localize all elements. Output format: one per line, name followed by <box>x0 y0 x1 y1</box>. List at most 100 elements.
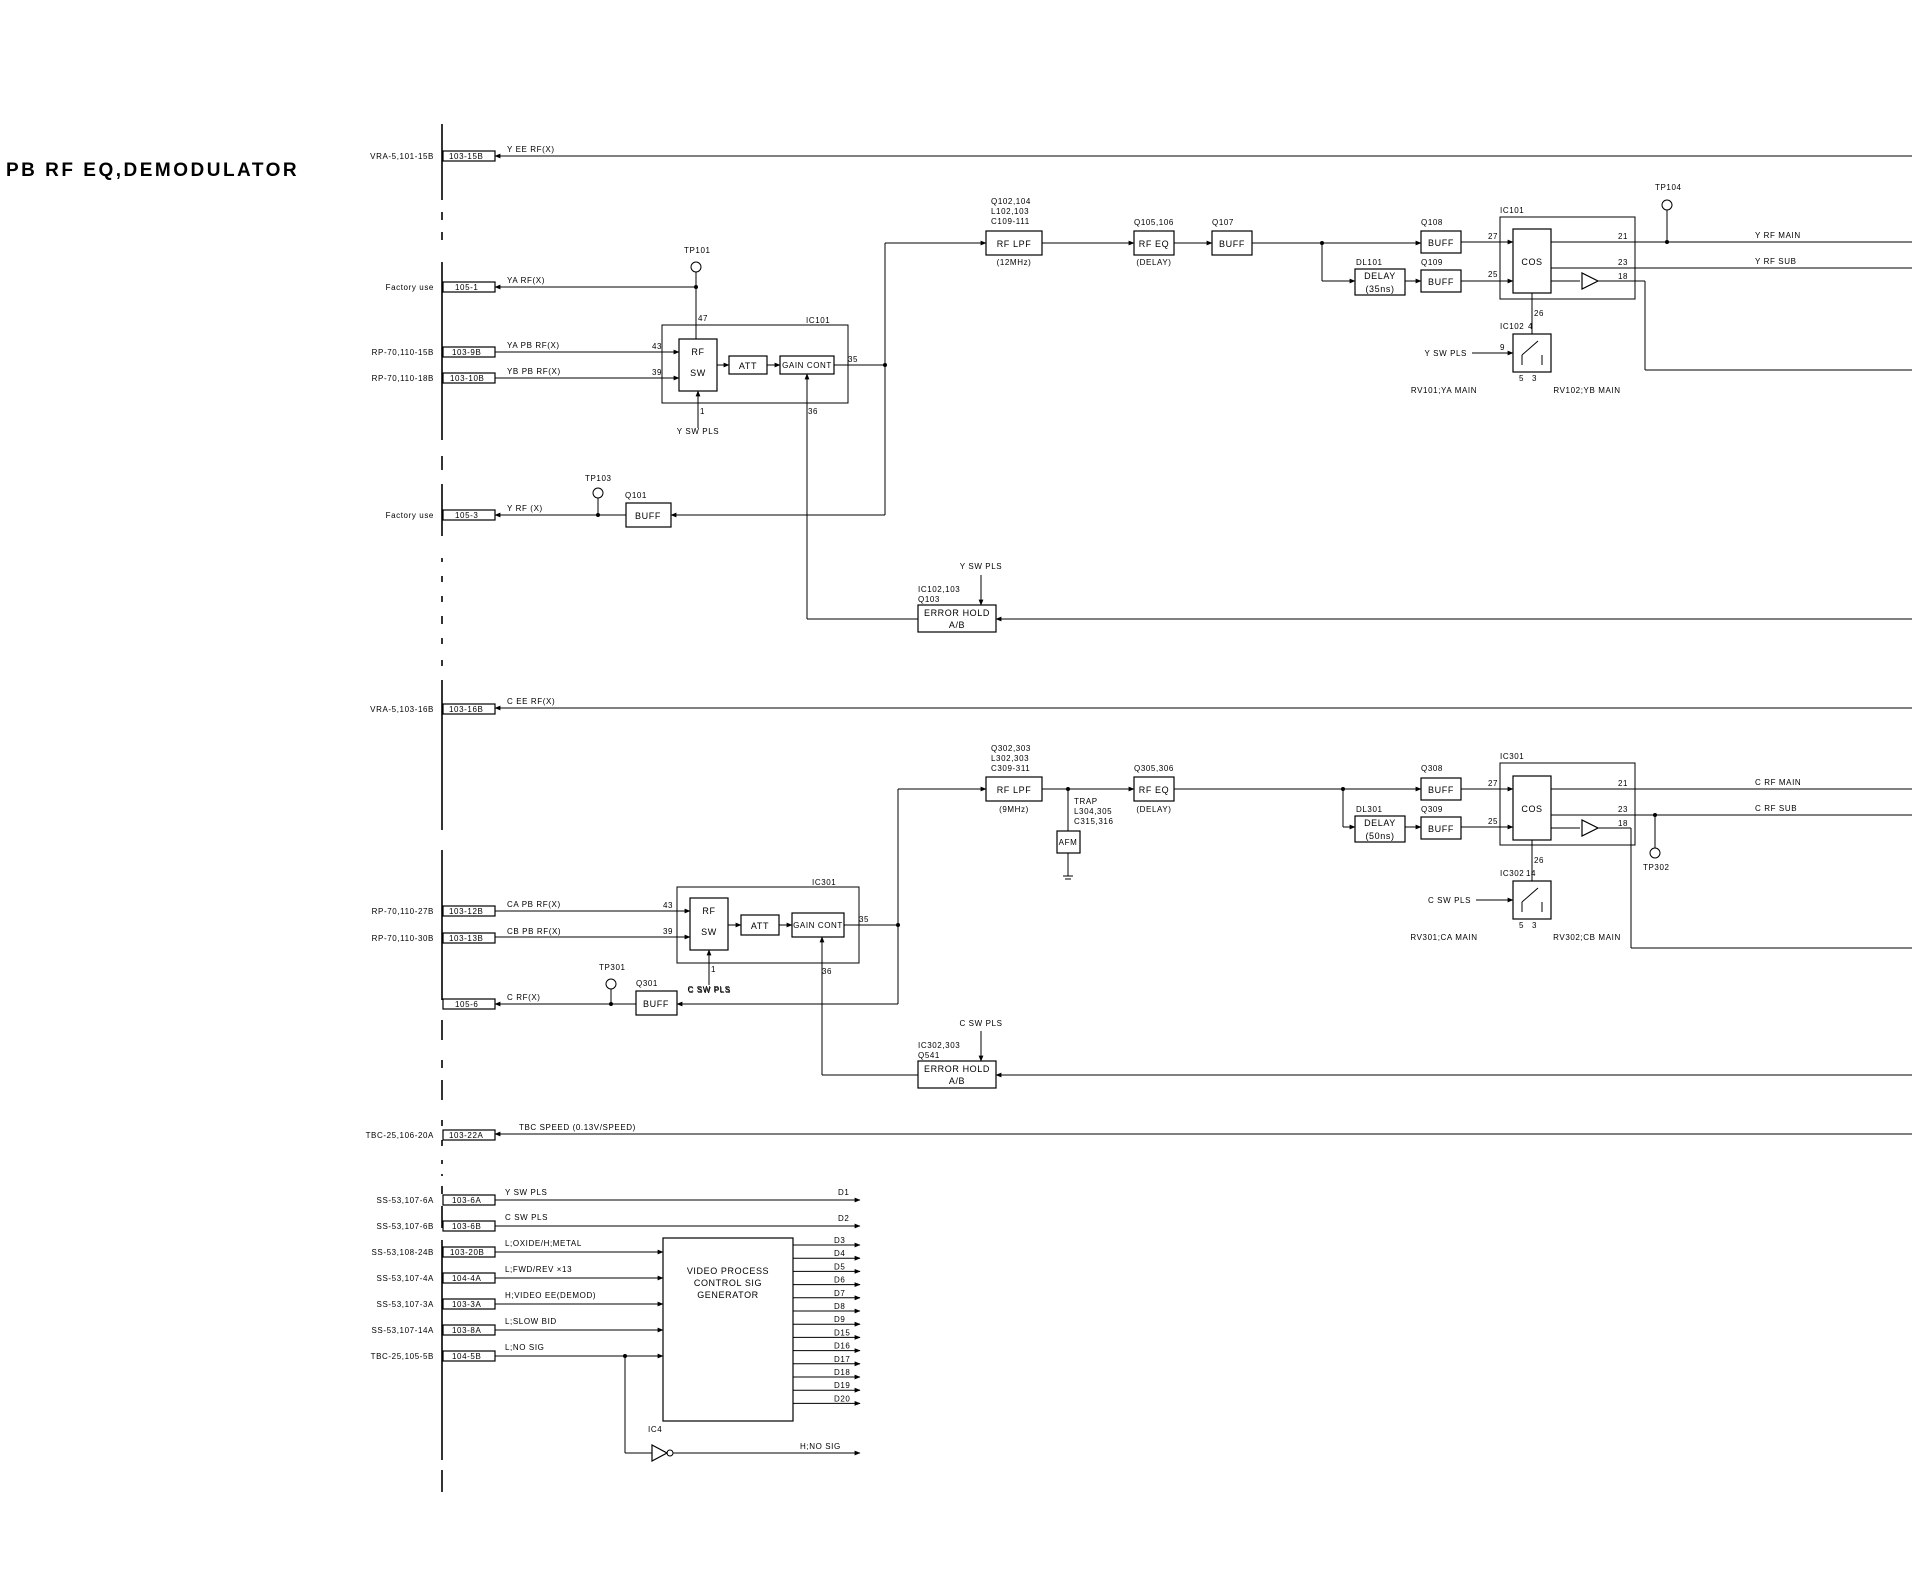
connector: SS-53,107-6B 103-6B C SW PLS <box>377 1213 861 1232</box>
svg-text:Q309: Q309 <box>1421 805 1443 814</box>
svg-text:ERROR HOLD: ERROR HOLD <box>924 608 990 618</box>
svg-text:RF EQ: RF EQ <box>1139 785 1170 795</box>
svg-text:Y SW PLS: Y SW PLS <box>1425 349 1467 358</box>
generator-output-label: D15 <box>834 1328 850 1337</box>
svg-text:(9MHz): (9MHz) <box>999 805 1029 814</box>
svg-text:27: 27 <box>1488 232 1498 241</box>
signal-label: L;SLOW BID <box>505 1317 557 1326</box>
svg-text:Q301: Q301 <box>636 979 658 988</box>
connector-source: RP-70,110-27B <box>372 907 434 916</box>
connector: TBC-25,106-20A 103-22A TBC SPEED (0.13V/… <box>366 1123 1912 1141</box>
connector: SS-53,107-14A 103-8A L;SLOW BID <box>371 1317 664 1336</box>
connector-source: RP-70,110-18B <box>372 374 434 383</box>
connector-pin: 105-1 <box>455 283 478 292</box>
svg-text:25: 25 <box>1488 817 1498 826</box>
signal-label: L;NO SIG <box>505 1343 544 1352</box>
signal-label: C EE RF(X) <box>507 697 555 706</box>
svg-text:36: 36 <box>822 967 832 976</box>
svg-text:Q101: Q101 <box>625 491 647 500</box>
svg-text:27: 27 <box>1488 779 1498 788</box>
svg-text:36: 36 <box>808 407 818 416</box>
svg-text:BUFF: BUFF <box>1428 277 1454 287</box>
svg-text:BUFF: BUFF <box>1428 238 1454 248</box>
svg-text:TRAP: TRAP <box>1074 797 1098 806</box>
connector-pin: 103-15B <box>449 152 483 161</box>
svg-text:47: 47 <box>698 314 708 323</box>
svg-text:14: 14 <box>1526 869 1536 878</box>
buff-q301-block <box>635 990 678 1016</box>
svg-text:TP103: TP103 <box>585 474 612 483</box>
svg-text:BUFF: BUFF <box>1219 239 1245 249</box>
rf-eq-block-c <box>1133 776 1175 802</box>
ic302-switch-block <box>1512 880 1552 920</box>
svg-text:IC102: IC102 <box>1500 322 1524 331</box>
svg-text:5: 5 <box>1519 374 1524 383</box>
svg-text:GAIN CONT: GAIN CONT <box>782 361 832 370</box>
svg-text:C SW PLS: C SW PLS <box>1428 896 1471 905</box>
buff-q107-block <box>1211 230 1253 256</box>
svg-text:5: 5 <box>1519 921 1524 930</box>
connector-pin: 103-16B <box>449 705 483 714</box>
connector-source: RP-70,110-30B <box>372 934 434 943</box>
svg-text:RV301;CA MAIN: RV301;CA MAIN <box>1410 933 1477 942</box>
svg-text:BUFF: BUFF <box>1428 824 1454 834</box>
svg-text:DELAY: DELAY <box>1364 271 1396 281</box>
svg-text:18: 18 <box>1618 819 1628 828</box>
cos-block <box>1512 228 1552 294</box>
svg-text:23: 23 <box>1618 805 1628 814</box>
connector: VRA-5,103-16B 103-16B C EE RF(X) <box>370 697 1912 715</box>
buff-q309-block <box>1420 816 1462 840</box>
connector-pin: 103-3A <box>452 1300 481 1309</box>
svg-text:21: 21 <box>1618 232 1628 241</box>
signal-label: CB PB RF(X) <box>507 927 561 936</box>
ic101-frame-label: IC101 <box>806 316 830 325</box>
svg-text:AFM: AFM <box>1059 838 1078 847</box>
gain-cont-block-c <box>791 912 845 938</box>
signal-label: C SW PLS <box>505 1213 548 1222</box>
generator-output-label: D17 <box>834 1355 850 1364</box>
svg-text:(DELAY): (DELAY) <box>1136 258 1171 267</box>
svg-text:9: 9 <box>1500 343 1505 352</box>
svg-text:18: 18 <box>1618 272 1628 281</box>
amplifier-triangle-c <box>1581 819 1600 837</box>
svg-text:IC101: IC101 <box>1500 206 1524 215</box>
svg-text:Q105,106: Q105,106 <box>1134 218 1174 227</box>
generator-output-label: D8 <box>834 1302 845 1311</box>
delay-dl301-block <box>1354 815 1406 843</box>
svg-text:COS: COS <box>1521 257 1542 267</box>
rf-eq-block <box>1133 230 1175 256</box>
connector: SS-53,107-4A 104-4A L;FWD/REV ×13 <box>377 1265 664 1284</box>
svg-text:L302,303: L302,303 <box>991 754 1029 763</box>
svg-text:Y RF MAIN: Y RF MAIN <box>1755 231 1801 240</box>
svg-text:BUFF: BUFF <box>1428 785 1454 795</box>
svg-text:Q102,104: Q102,104 <box>991 197 1031 206</box>
connector-pin: 103-10B <box>450 374 484 383</box>
connector-source: SS-53,107-6B <box>377 1222 434 1231</box>
signal-label: Y RF (X) <box>507 504 543 513</box>
svg-text:RF EQ: RF EQ <box>1139 239 1170 249</box>
connector: Factory use 105-3 Y RF (X) <box>386 504 543 521</box>
connector-source: SS-53,107-14A <box>371 1326 434 1335</box>
svg-text:Q308: Q308 <box>1421 764 1443 773</box>
connector-pin: 103-12B <box>449 907 483 916</box>
connector: RP-70,110-30B 103-13B CB PB RF(X) <box>372 927 561 944</box>
generator-output-label: D3 <box>834 1236 845 1245</box>
rf-lpf-block <box>985 230 1043 256</box>
connector-source: TBC-25,105-5B <box>371 1352 434 1361</box>
svg-text:SW: SW <box>701 927 717 937</box>
svg-text:Y RF SUB: Y RF SUB <box>1755 257 1797 266</box>
test-point-tp302 <box>1649 847 1661 859</box>
svg-text:A/B: A/B <box>949 620 965 630</box>
signal-label: YA RF(X) <box>507 276 545 285</box>
svg-text:C SW PLS: C SW PLS <box>687 985 730 994</box>
svg-text:L102,103: L102,103 <box>991 207 1029 216</box>
svg-text:(DELAY): (DELAY) <box>1136 805 1171 814</box>
svg-text:RV102;YB MAIN: RV102;YB MAIN <box>1553 386 1620 395</box>
signal-label: L;OXIDE/H;METAL <box>505 1239 582 1248</box>
connector-source: VRA-5,103-16B <box>370 705 434 714</box>
signal-label: TBC SPEED (0.13V/SPEED) <box>519 1123 636 1132</box>
svg-text:RV101;YA MAIN: RV101;YA MAIN <box>1411 386 1477 395</box>
generator-output-label: D20 <box>834 1394 850 1403</box>
ground-icon <box>1063 875 1073 880</box>
svg-text:Q108: Q108 <box>1421 218 1443 227</box>
